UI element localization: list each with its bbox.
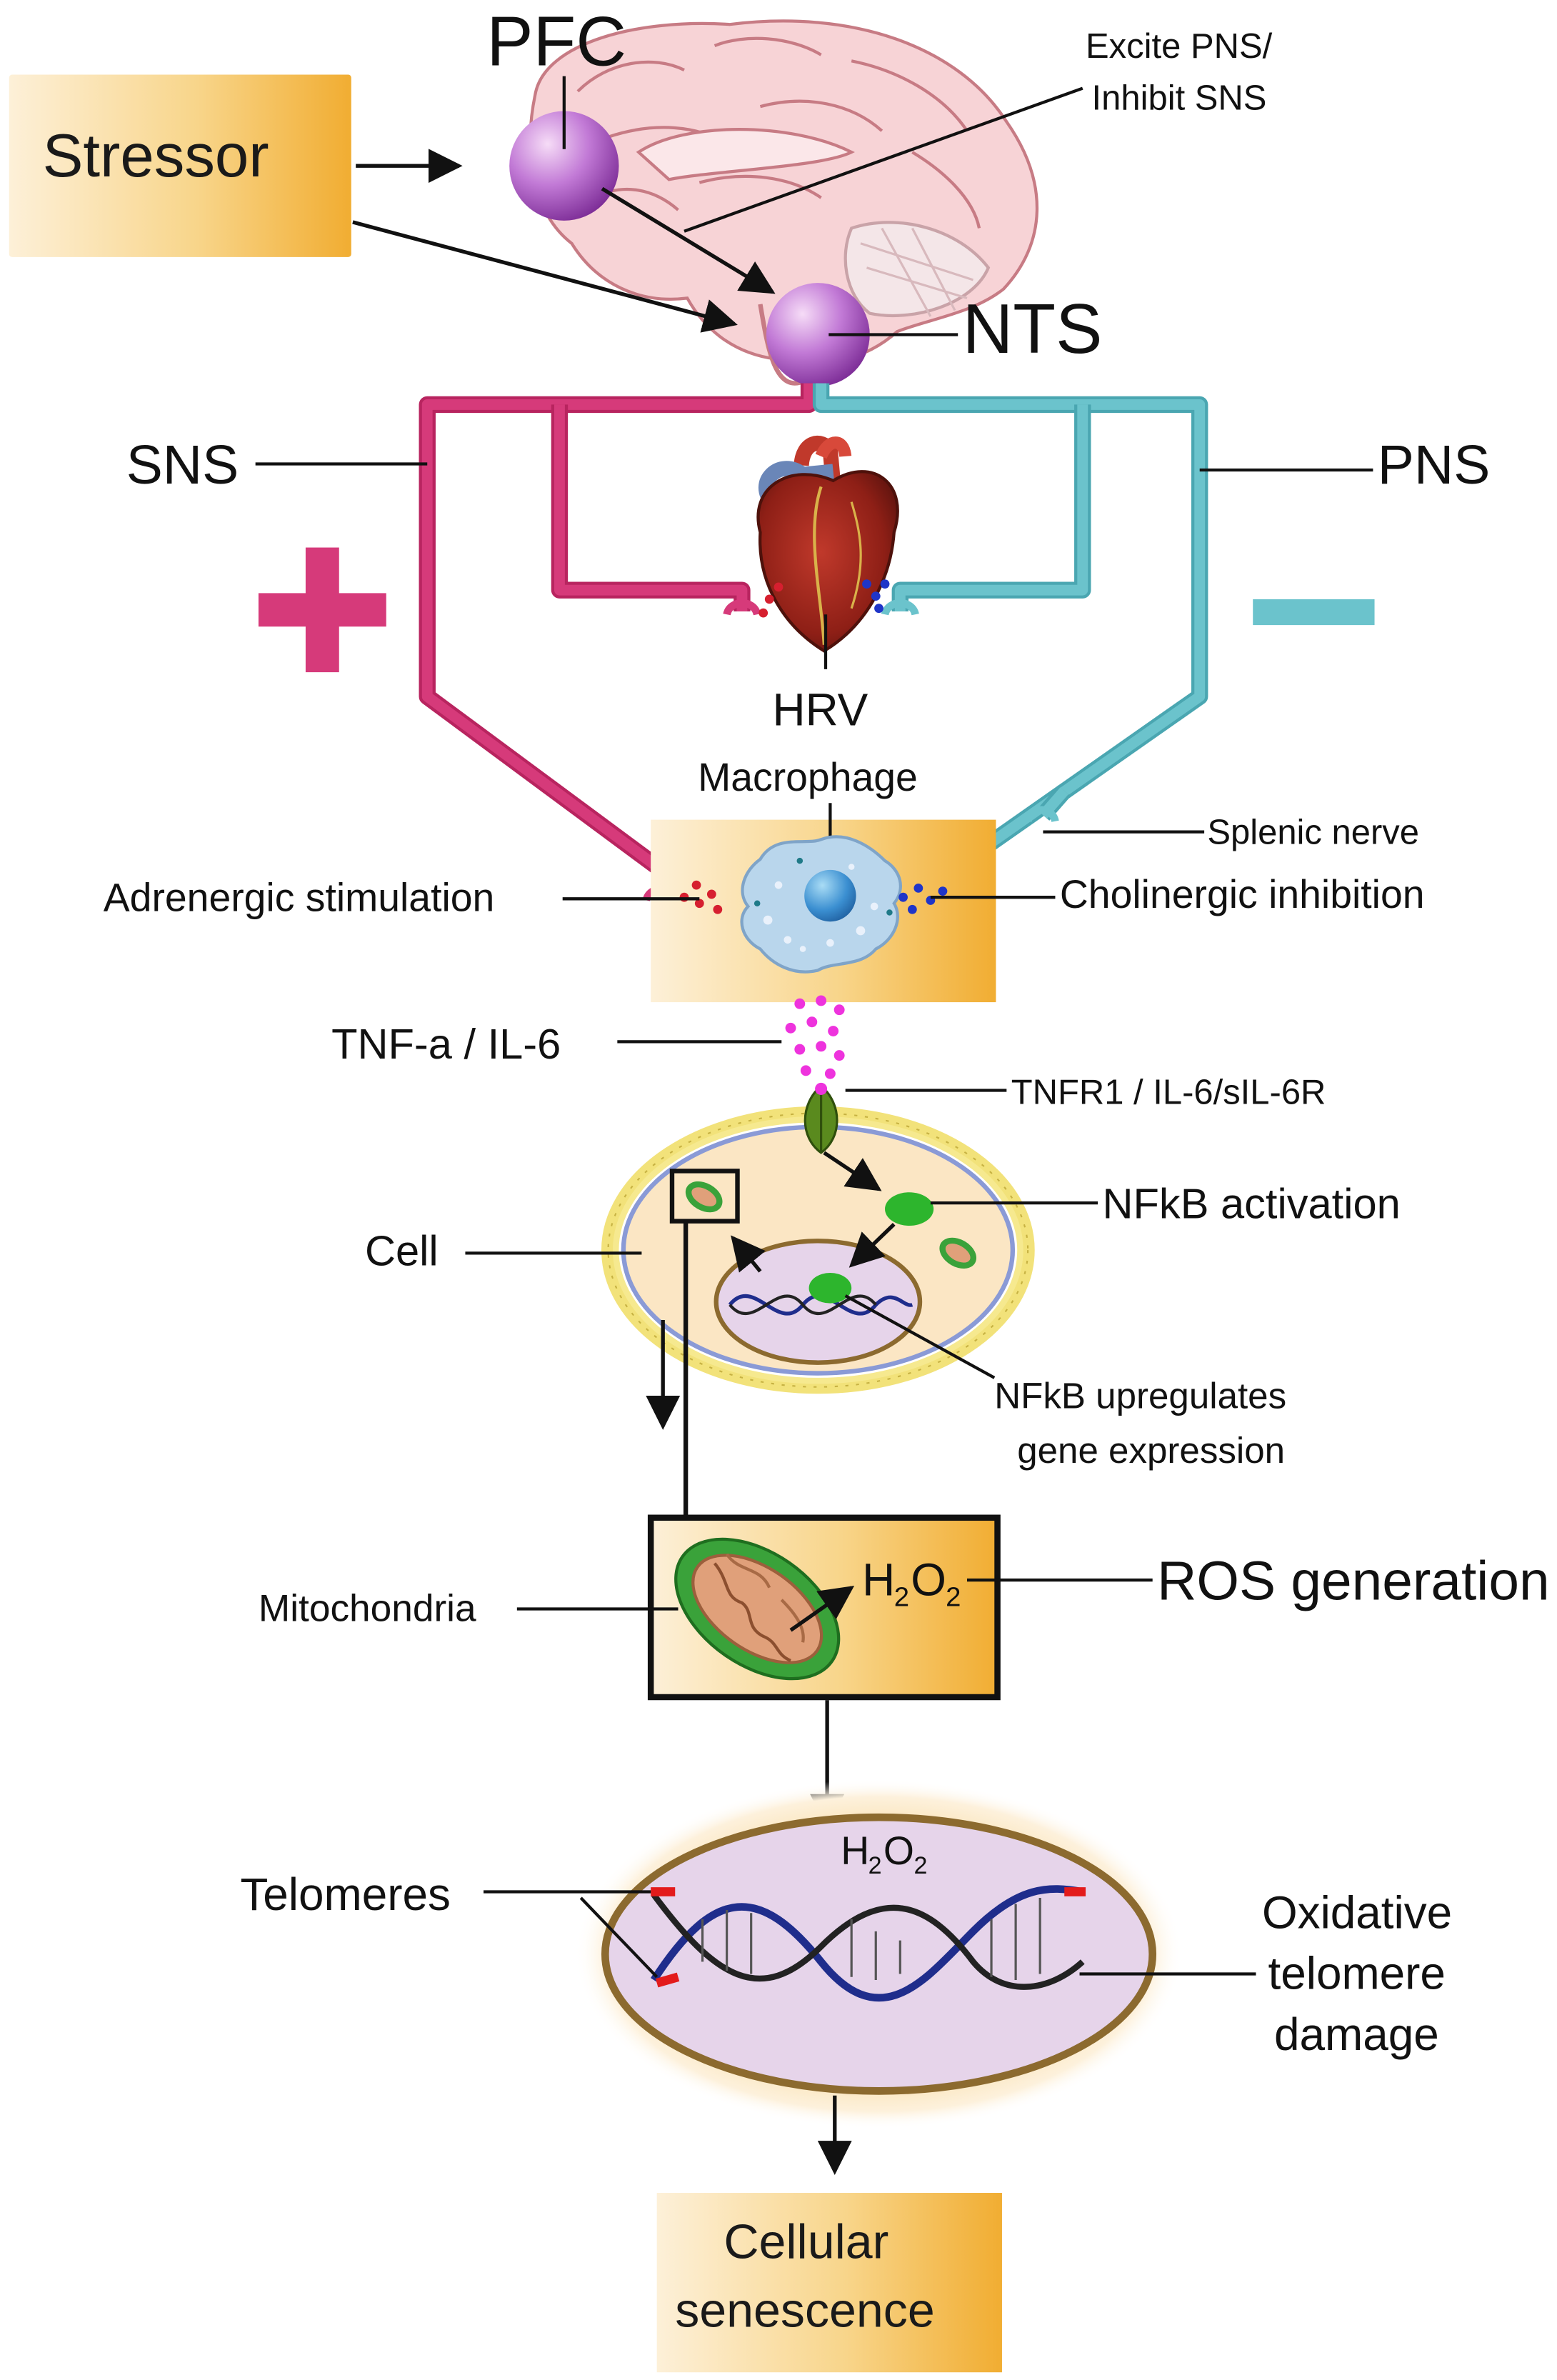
senescence-box [656,2193,1002,2373]
nfkb-activation-label: NFkB activation [1102,1179,1400,1227]
mito-to-h2o2-arrow [789,1585,855,1632]
tnf-label: TNF-a / IL-6 [331,1020,561,1068]
receptor-to-nfkb-arrow [823,1151,882,1191]
excite-annotation: Excite PNS/ Inhibit SNS [684,27,1273,233]
nfkb-up-line1: NFkB upregulates [994,1375,1286,1416]
pns-pathway [812,383,1208,894]
cholinergic-dots [898,884,948,914]
boxed-mitochondria-icon [685,1181,723,1213]
h2o2-o: O [911,1554,946,1605]
dna-helix-icon [650,1885,1086,2002]
mito-highlight-box [669,1169,740,1224]
stressor-box: Stressor [9,74,351,257]
senescence-line2: senescence [675,2283,935,2337]
brain-icon [529,19,1039,386]
pfc-node: PFC [486,2,626,221]
h2o2b-o: O [883,1829,914,1873]
sns-heart-terminal [723,599,761,616]
pns-heart-terminal [881,599,919,616]
macrophage-label: Macrophage [698,755,918,799]
mitochondria-label: Mitochondria [259,1588,476,1630]
nfkb-up-leader [844,1294,996,1379]
minus-sign [1253,599,1375,626]
splenic-nerve-terminal [1023,806,1059,823]
excite-line1: Excite PNS/ [1086,27,1273,66]
nfkb-nucleus [808,1273,852,1304]
macrophage-icon [740,835,902,974]
macrophage-nucleus [804,869,856,922]
splenic-nerve-label: Splenic nerve [1207,814,1419,852]
plus-sign [258,547,386,673]
cholinergic-label: Cholinergic inhibition [1060,872,1425,916]
nucleus [714,1239,923,1365]
oxidative-line2: telomere [1268,1948,1446,1999]
pns-label: PNS [1378,435,1491,496]
cytokine-dots [785,995,845,1079]
h2o2-sub2: 2 [946,1581,961,1612]
nfkb-up-line2: gene expression [1017,1430,1285,1471]
h2o2b-h: H [841,1829,869,1873]
sns-label: SNS [126,435,239,496]
h2o2-sub1: 2 [894,1581,909,1612]
telomeres-label: Telomeres [240,1869,451,1920]
heart-sns-dots [759,582,783,618]
ros-label: ROS generation [1157,1551,1549,1612]
nts-label: NTS [963,289,1103,368]
pfc-label: PFC [486,2,626,81]
telomeres-leader-bottom [579,1896,659,1979]
heart-pns-dots [862,579,890,614]
excite-line2: Inhibit SNS [1092,79,1267,117]
nts-node: NTS [766,283,1102,386]
nfkb-to-nucleus-arrow [848,1222,896,1268]
oxidative-line1: Oxidative [1262,1887,1452,1939]
h2o2-h: H [862,1554,895,1605]
stressor-to-nts-arrow [352,220,738,333]
adrenergic-label: Adrenergic stimulation [104,875,495,919]
oxidative-line3: damage [1274,2009,1439,2060]
pfc-to-nts-arrow [601,186,776,294]
h2o2b-formula: H 2 O 2 [841,1829,927,1879]
stressor-label: Stressor [43,122,269,190]
small-mitochondria-icon [939,1237,977,1269]
mitochondria-icon [674,1537,841,1681]
h2o2-formula: H 2 O 2 [862,1554,961,1612]
h2o2b-sub1: 2 [868,1852,882,1879]
cell-label: Cell [365,1226,439,1274]
tnfr-label: TNFR1 / IL-6/sIL-6R [1011,1074,1326,1112]
nfkb-cytoplasm [885,1192,934,1226]
hrv-label: HRV [772,684,868,736]
nucleus-to-mito-arrow [731,1235,766,1273]
h2o2b-sub2: 2 [913,1852,927,1879]
heart-icon [756,435,899,653]
receptor-icon [803,1082,838,1154]
telomere-nucleus [601,1813,1157,2095]
senescence-line1: Cellular [724,2215,888,2269]
